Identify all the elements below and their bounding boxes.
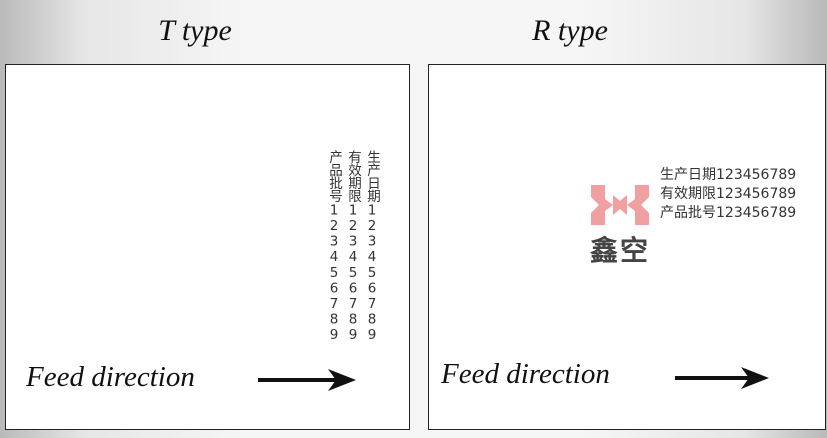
logo-text: 鑫空 bbox=[589, 234, 650, 267]
r-type-title: R type bbox=[532, 14, 608, 47]
right-arrow-icon bbox=[675, 367, 769, 389]
r-type-panel: 鑫空 生产日期123456789 有效期限123456789 产品批号12345… bbox=[428, 64, 826, 430]
right-arrow-icon bbox=[258, 369, 356, 391]
t-type-panel: 生产日期123456789 有效期限123456789 产品批号12345678… bbox=[5, 64, 410, 430]
print-line-expiry-date: 有效期限123456789 bbox=[345, 150, 361, 343]
print-line-batch-number: 产品批号123456789 bbox=[660, 205, 797, 221]
print-line-production-date: 生产日期123456789 bbox=[364, 150, 380, 343]
feed-direction-label: Feed direction bbox=[441, 358, 610, 390]
t-type-title: T type bbox=[158, 14, 232, 47]
vertical-print-block: 生产日期123456789 有效期限123456789 产品批号12345678… bbox=[324, 150, 381, 343]
print-line-expiry-date: 有效期限123456789 bbox=[660, 186, 797, 202]
feed-direction-label: Feed direction bbox=[26, 361, 195, 393]
print-line-production-date: 生产日期123456789 bbox=[660, 167, 797, 183]
horizontal-print-block: 生产日期123456789 有效期限123456789 产品批号12345678… bbox=[660, 166, 796, 223]
print-line-batch-number: 产品批号123456789 bbox=[326, 150, 342, 343]
logo-mark-icon bbox=[591, 185, 649, 225]
company-logo: 鑫空 bbox=[585, 181, 655, 271]
